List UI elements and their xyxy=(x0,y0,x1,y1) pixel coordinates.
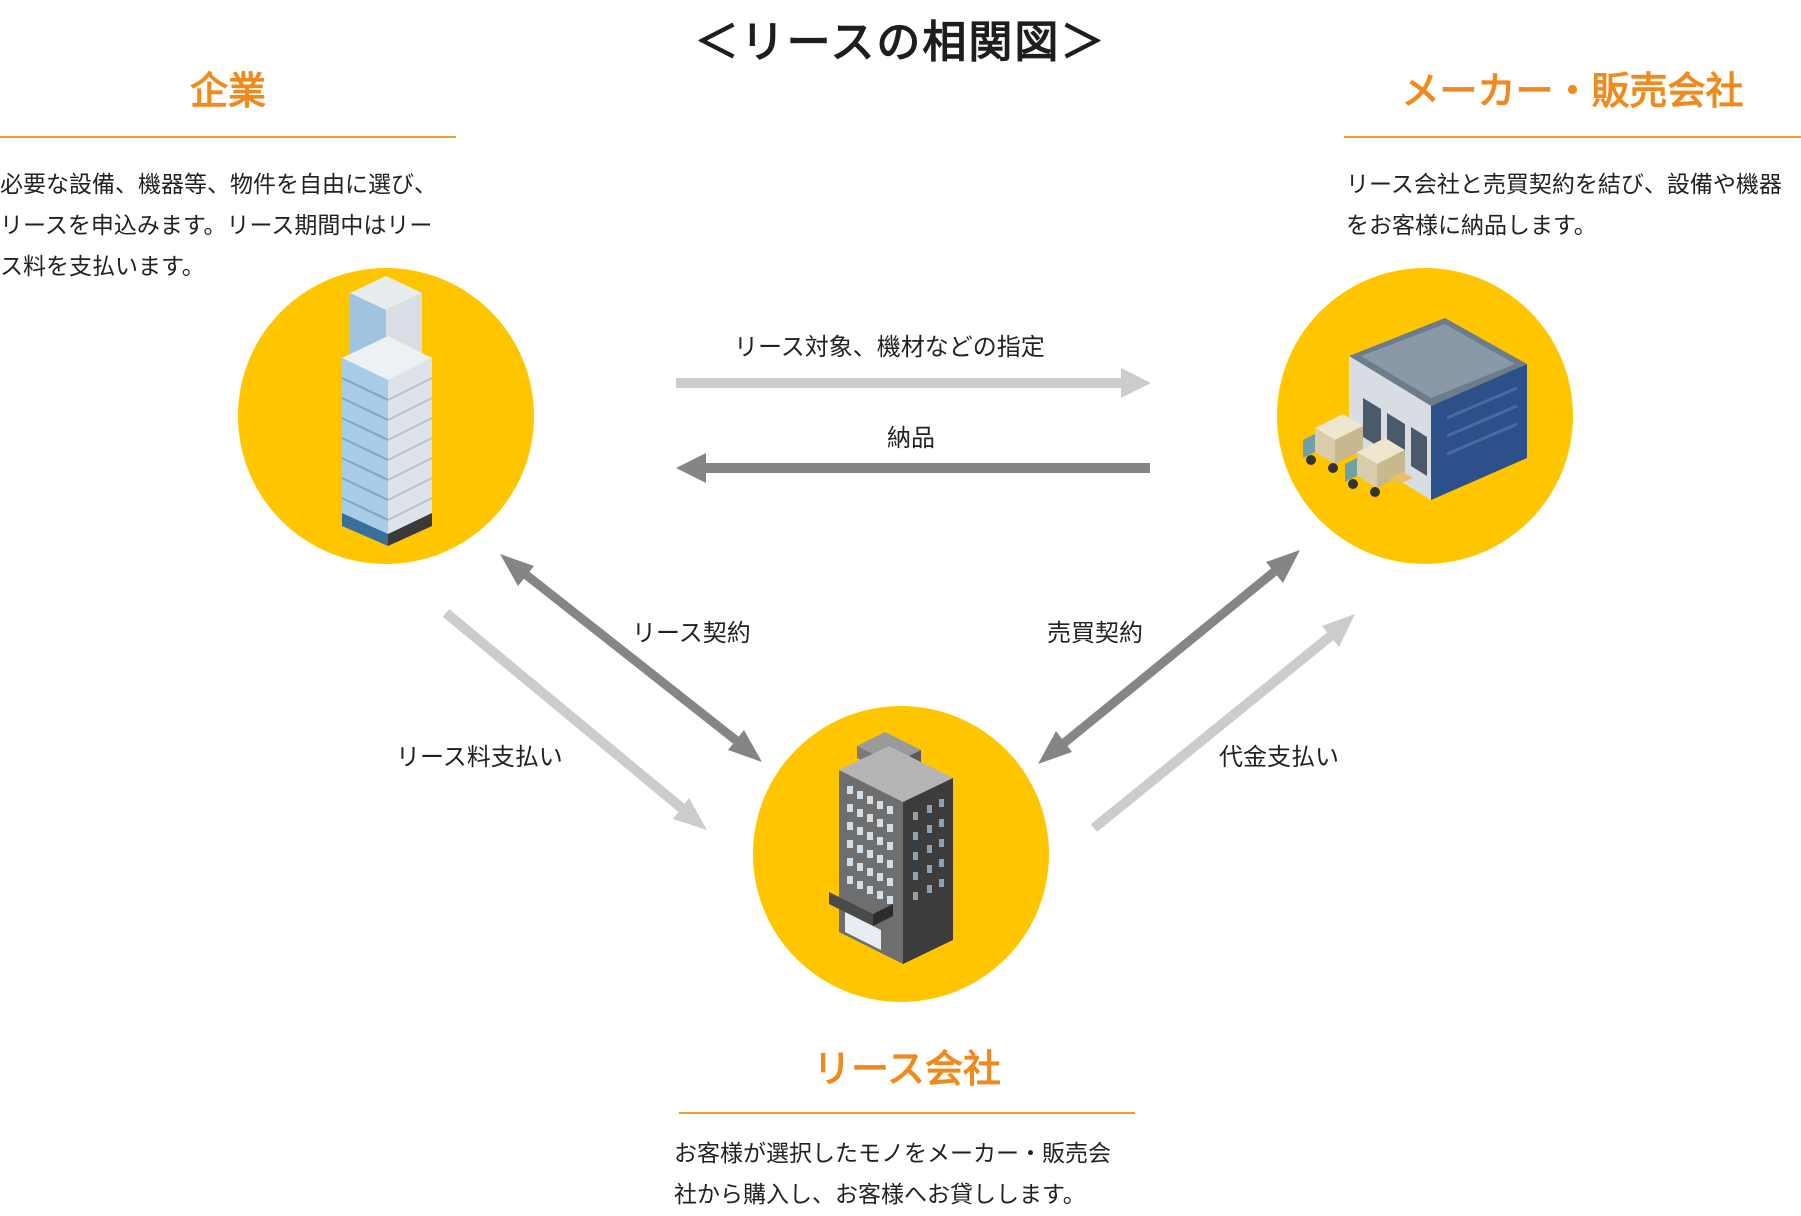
sales-contract-arrow xyxy=(1055,563,1283,752)
designation-arrowhead xyxy=(1121,368,1151,398)
lease-contract-arrowhead-end xyxy=(728,730,762,762)
price-payment-arrowhead xyxy=(1322,614,1355,647)
lease-company-circle xyxy=(753,706,1049,1002)
company-name: 企業 xyxy=(189,69,266,113)
price-payment-label: 代金支払い xyxy=(1219,743,1339,771)
lease-company-name: リース会社 xyxy=(812,1047,1002,1091)
lease-contract-label: リース契約 xyxy=(632,619,751,647)
price-payment-arrow xyxy=(1090,626,1342,832)
maker-description-line: をお客様に納品します。 xyxy=(1346,213,1597,239)
lease-contract-arrow xyxy=(517,566,745,749)
company-circle xyxy=(238,268,534,564)
maker-description-line: リース会社と売買契約を結び、設備や機器 xyxy=(1346,172,1782,198)
sales-contract-arrowhead-end xyxy=(1266,550,1300,583)
office-tower-icon xyxy=(341,276,433,546)
company-description-line: リースを申込みます。リース期間中はリー xyxy=(0,213,433,239)
maker-name: メーカー・販売会社 xyxy=(1401,69,1744,113)
company-description-line: ス料を支払います。 xyxy=(0,254,205,280)
lease-payment-arrowhead xyxy=(673,798,707,830)
lease-company-description: お客様が選択したモノをメーカー・販売会 社から購入し、お客様へお貸しします。 xyxy=(674,1134,1144,1216)
lease-company-description-line: お客様が選択したモノをメーカー・販売会 xyxy=(674,1141,1111,1167)
lease-contract-arrowhead-start xyxy=(500,554,534,586)
company-description: 必要な設備、機器等、物件を自由に選び、 リースを申込みます。リース期間中はリー … xyxy=(0,165,460,288)
company-description-line: 必要な設備、機器等、物件を自由に選び、 xyxy=(0,172,437,198)
office-building-icon xyxy=(829,732,953,964)
page-title: ＜リースの相関図＞ xyxy=(694,17,1107,68)
maker-circle xyxy=(1277,268,1573,564)
maker-description: リース会社と売買契約を結び、設備や機器 をお客様に納品します。 xyxy=(1346,165,1801,247)
factory-trucks-icon xyxy=(1303,318,1527,500)
delivery-arrowhead xyxy=(676,453,706,483)
lease-company-description-line: 社から購入し、お客様へお貸しします。 xyxy=(674,1182,1086,1208)
sales-contract-arrowhead-start xyxy=(1038,731,1072,764)
lease-payment-arrow xyxy=(442,609,694,819)
sales-contract-label: 売買契約 xyxy=(1047,619,1143,647)
company-divider xyxy=(0,136,456,138)
maker-divider xyxy=(1344,136,1801,138)
lease-payment-label: リース料支払い xyxy=(396,743,563,771)
lease-company-divider xyxy=(679,1112,1135,1114)
designation-label: リース対象、機材などの指定 xyxy=(734,333,1045,361)
delivery-label: 納品 xyxy=(887,424,935,452)
